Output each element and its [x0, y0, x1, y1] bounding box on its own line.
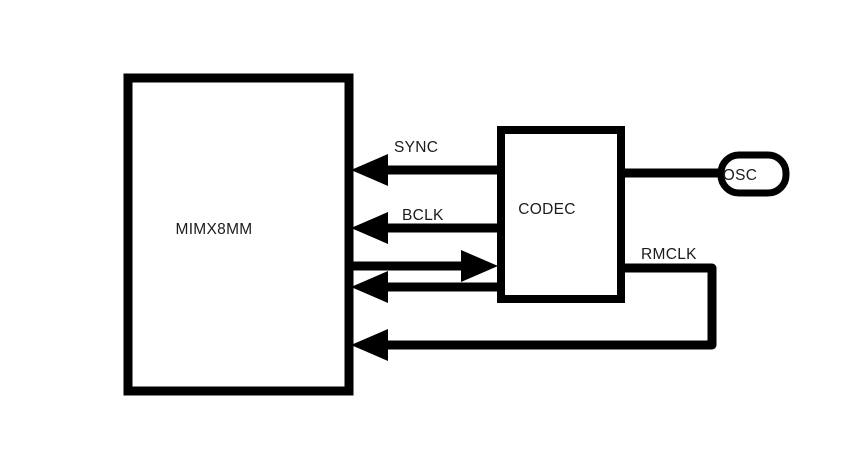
- osc-node: [717, 151, 790, 197]
- rmclk-label: RMCLK: [641, 246, 697, 263]
- sync-label: SYNC: [394, 139, 438, 156]
- bclk-arrowhead-icon: [351, 212, 388, 244]
- codec-label: CODEC: [518, 201, 575, 218]
- osc-label: OSC: [723, 167, 758, 184]
- bclk-label: BCLK: [402, 207, 444, 224]
- rmclk-line: [380, 263, 717, 350]
- to-codec-arrowhead-icon: [461, 250, 498, 282]
- rmclk-arrowhead-icon: [351, 329, 388, 361]
- to-mimx8mm-arrowhead-icon: [351, 271, 388, 303]
- codec-node: [497, 126, 625, 303]
- mimx8mm-label: MIMX8MM: [175, 221, 252, 238]
- mimx8mm-node: [123, 73, 354, 396]
- sync-arrowhead-icon: [351, 154, 388, 186]
